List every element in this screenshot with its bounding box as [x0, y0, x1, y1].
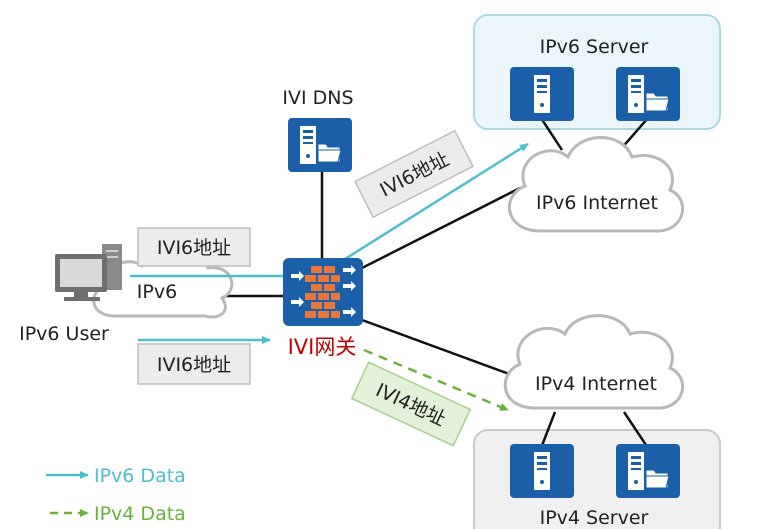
ivi-gateway-label: IVI网关: [288, 335, 357, 359]
ipv6-internet-label: IPv6 Internet: [536, 192, 658, 214]
ipv4-data-flow: [363, 348, 509, 412]
ipv6-server-label: IPv6 Server: [540, 36, 649, 58]
ipv4-server-icon: [510, 444, 574, 498]
legend: IPv6 Data IPv4 Data: [46, 465, 186, 525]
svg-text:IVI6地址: IVI6地址: [157, 237, 231, 259]
link-ipv4-internet-server-b: [622, 411, 650, 449]
link-gateway-ipv4-internet: [361, 318, 521, 380]
ipv6-server-icon: [510, 67, 574, 121]
link-gateway-ipv6-internet: [357, 186, 521, 272]
ipv6-flow-gateway-to-server: [317, 142, 529, 278]
ipv4-internet-cloud: IPv4 Internet: [503, 314, 685, 410]
firewall-icon: [283, 258, 363, 326]
legend-ipv4-data: IPv4 Data: [50, 503, 186, 525]
svg-text:IPv4 Data: IPv4 Data: [94, 503, 186, 525]
ipv6-file-server-icon: [615, 66, 681, 122]
ipv6-local-label: IPv6: [137, 281, 177, 303]
legend-ipv6-data: IPv6 Data: [46, 465, 186, 487]
ipv6-internet-cloud: IPv6 Internet: [507, 136, 685, 233]
computer-icon: [55, 244, 122, 301]
address-tag-top-left: IVI6地址: [137, 227, 251, 267]
ivi-dns-label: IVI DNS: [282, 87, 353, 109]
address-tag-rotated-lower: IVI4地址: [350, 361, 472, 447]
address-tag-rotated-upper: IVI6地址: [354, 129, 474, 219]
ipv4-file-server-icon: [615, 443, 681, 499]
ipv4-server-label: IPv4 Server: [540, 507, 649, 529]
link-ipv4-internet-server-a: [539, 411, 557, 449]
svg-text:IPv6 Data: IPv6 Data: [94, 465, 186, 487]
ipv4-internet-label: IPv4 Internet: [535, 373, 657, 395]
address-tag-bottom-left: IVI6地址: [137, 343, 251, 385]
link-ipv6-internet-server-a: [539, 117, 564, 151]
svg-text:IVI6地址: IVI6地址: [157, 354, 231, 376]
ipv6-user-label: IPv6 User: [19, 323, 109, 345]
dns-file-server-icon: [287, 117, 353, 173]
